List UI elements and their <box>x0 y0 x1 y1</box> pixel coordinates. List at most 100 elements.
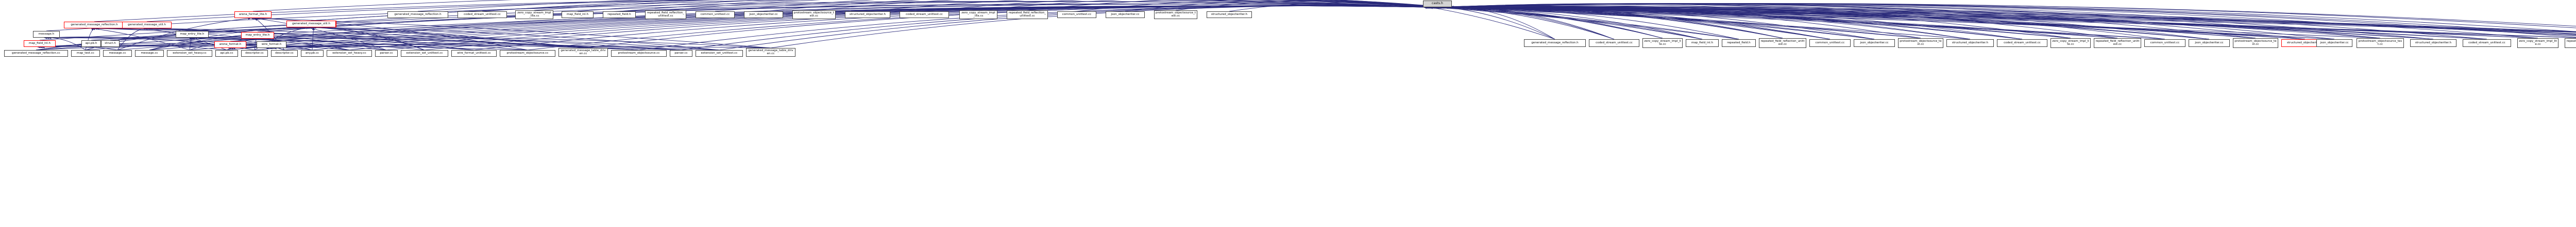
graph-node-label: extension_set_heavy.cc <box>332 51 366 55</box>
graph-node-message-h[interactable]: message.h <box>33 31 60 38</box>
graph-node-label: wire_format.h <box>261 42 282 46</box>
graph-node-json-objectwriter-cc[interactable]: json_objectwriter.cc <box>2189 39 2230 47</box>
graph-node-map-field-inl-h[interactable]: map_field_inl.h <box>1686 39 1719 47</box>
graph-node-zero-copy-stream-impl-lite-cc[interactable]: zero_copy_stream_impl_lite.cc <box>2050 38 2091 48</box>
graph-node-protostream-objectsource-cc[interactable]: protostream_objectsource.cc <box>611 50 667 57</box>
graph-node-protostream-objectsource-cc[interactable]: protostream_objectsource.cc <box>500 50 555 57</box>
graph-node-api-pb-cc[interactable]: api.pb.cc <box>215 50 238 57</box>
graph-node-label: descriptor.cc <box>245 51 264 55</box>
graph-node-repeated-field-reflection-unittest-cc[interactable]: repeated_field_reflection_unittest.cc <box>2094 38 2141 48</box>
graph-node-api-pb-h[interactable]: api.pb.h <box>81 40 101 47</box>
graph-node-generated-message-util-h[interactable]: generated_message_util.h <box>286 21 336 27</box>
graph-node-label: json_objectwriter.cc <box>2195 41 2224 44</box>
graph-node-json-objectwriter-cc[interactable]: json_objectwriter.cc <box>744 11 783 18</box>
graph-node-label: parser.cc <box>380 51 393 55</box>
graph-node-label: repeated_field_reflection_unittest.cc <box>2095 39 2140 46</box>
graph-node-generated-message-reflection-cc[interactable]: generated_message_reflection.cc <box>4 50 68 57</box>
graph-node-message-cc[interactable]: message.cc <box>135 50 164 57</box>
graph-node-repeated-field-reflection-unittest-cc[interactable]: repeated_field_reflection_unittest.cc <box>645 10 686 19</box>
graph-node-label: repeated_field_reflection_unittest.cc <box>647 11 685 18</box>
graph-node-label: casts.h <box>1432 2 1443 6</box>
graph-node-zero-copy-stream-impl-lite-cc[interactable]: zero_copy_stream_impl_lite.cc <box>959 10 997 19</box>
graph-node-repeated-field-h[interactable]: repeated_field.h <box>603 11 636 18</box>
graph-node-repeated-field-h[interactable]: repeated_field.h <box>1722 39 1756 47</box>
graph-node-coded-stream-unittest-cc[interactable]: coded_stream_unittest.cc <box>1997 39 2047 47</box>
graph-node-label: wire_format_unittest.cc <box>457 51 491 55</box>
graph-node-label: json_objectwriter.cc <box>749 12 778 16</box>
graph-node-common-unittest-cc[interactable]: common_unittest.cc <box>696 11 735 18</box>
graph-node-label: generated_message_table_driven.cc <box>748 48 793 55</box>
graph-node-generated-message-reflection-h[interactable]: generated_message_reflection.h <box>1524 39 1586 47</box>
graph-node-protostream-objectsource-test-cc[interactable]: protostream_objectsource_test.cc <box>2357 38 2404 48</box>
graph-node-coded-stream-unittest-cc[interactable]: coded_stream_unittest.cc <box>2463 39 2511 47</box>
graph-node-repeated-field-reflection-unittest-cc[interactable]: repeated_field_reflection_unittest.cc <box>1007 10 1048 19</box>
graph-node-label: protostream_objectsource_test.cc <box>2234 39 2277 46</box>
graph-node-label: extension_set_unittest.cc <box>406 51 443 55</box>
graph-node-common-unittest-cc[interactable]: common_unittest.cc <box>1809 39 1851 47</box>
graph-node-json-objectwriter-cc[interactable]: json_objectwriter.cc <box>1854 39 1895 47</box>
graph-node-extension-set-heavy-cc[interactable]: extension_set_heavy.cc <box>327 50 372 57</box>
graph-node-arena-format-h[interactable]: arena_format.h <box>214 41 246 48</box>
graph-node-structured-objectwriter-h[interactable]: structured_objectwriter.h <box>1207 11 1252 18</box>
graph-node-label: json_objectwriter.cc <box>1111 12 1140 16</box>
graph-node-coded-stream-unittest-cc[interactable]: coded_stream_unittest.cc <box>457 11 507 18</box>
graph-node-label: protostream_objectsource_test.cc <box>1900 39 1942 46</box>
graph-node-descriptor-cc[interactable]: descriptor.cc <box>271 50 298 57</box>
graph-node-descriptor-cc[interactable]: descriptor.cc <box>241 50 268 57</box>
graph-node-common-unittest-cc[interactable]: common_unittest.cc <box>2144 39 2185 47</box>
graph-node-structured-objectwriter-h[interactable]: structured_objectwriter.h <box>1946 39 1994 47</box>
graph-node-map-test-cc[interactable]: map_test.cc <box>71 50 100 57</box>
graph-node-wire-format-unittest-cc[interactable]: wire_format_unittest.cc <box>451 50 497 57</box>
graph-node-message-cc[interactable]: message.cc <box>103 50 132 57</box>
graph-node-map-entry-lite-h[interactable]: map_entry_lite.h <box>241 32 274 39</box>
graph-node-protostream-objectsource-test-cc[interactable]: protostream_objectsource_test.cc <box>2233 38 2278 48</box>
graph-node-map-field-inl-h[interactable]: map_field_inl.h <box>24 40 56 47</box>
graph-node-label: json_objectwriter.cc <box>1860 41 1889 44</box>
graph-node-label: protostream_objectsource.cc <box>618 51 660 55</box>
graph-node-arena-format-lite-h[interactable]: arena_format_lite.h <box>234 11 272 18</box>
graph-node-protostream-objectsource-test-cc[interactable]: protostream_objectsource_test.cc <box>1898 38 1943 48</box>
graph-node-label: zero_copy_stream_impl_lite.cc <box>2519 39 2557 46</box>
graph-node-generated-message-util-h[interactable]: generated_message_util.h <box>122 22 172 28</box>
graph-node-map-entry-lite-h[interactable]: map_entry_lite.h <box>176 31 209 38</box>
graph-node-generated-message-reflection-h[interactable]: generated_message_reflection.h <box>387 11 448 18</box>
graph-node-any-pb-cc[interactable]: any.pb.cc <box>301 50 324 57</box>
graph-node-repeated-field-reflection-unittest-cc[interactable]: repeated_field_reflection_unittest.cc <box>2565 38 2576 48</box>
graph-node-map-field-inl-h[interactable]: map_field_inl.h <box>562 11 594 18</box>
graph-node-zero-copy-stream-impl-lite-cc[interactable]: zero_copy_stream_impl_lite.cc <box>1642 38 1683 48</box>
graph-node-label: json_objectwriter.cc <box>2320 41 2349 44</box>
graph-node-label: repeated_field.h <box>1727 41 1751 44</box>
graph-node-generated-message-table-driven-cc[interactable]: generated_message_table_driven.cc <box>558 48 608 57</box>
graph-node-label: structured_objectwriter.h <box>2286 41 2324 44</box>
graph-node-extension-set-unittest-cc[interactable]: extension_set_unittest.cc <box>696 50 743 57</box>
graph-node-extension-set-heavy-cc[interactable]: extension_set_heavy.cc <box>167 50 212 57</box>
graph-node-coded-stream-unittest-cc[interactable]: coded_stream_unittest.cc <box>1589 39 1639 47</box>
graph-node-protostream-objectsource-test-cc[interactable]: protostream_objectsource_test.cc <box>1154 10 1197 19</box>
graph-node-json-objectwriter-cc[interactable]: json_objectwriter.cc <box>2316 39 2352 47</box>
graph-node-label: generated_message_util.h <box>128 23 166 26</box>
graph-node-coded-stream-unittest-cc[interactable]: coded_stream_unittest.cc <box>900 11 949 18</box>
graph-node-label: extension_set_heavy.cc <box>173 51 207 55</box>
graph-node-wire-format-h[interactable]: wire_format.h <box>257 41 286 48</box>
graph-node-label: protostream_objectsource_test.cc <box>2358 39 2402 46</box>
graph-node-extension-set-unittest-cc[interactable]: extension_set_unittest.cc <box>401 50 448 57</box>
graph-node-json-objectwriter-cc[interactable]: json_objectwriter.cc <box>1106 11 1145 18</box>
graph-node-zero-copy-stream-impl-lite-cc[interactable]: zero_copy_stream_impl_lite.cc <box>515 10 553 19</box>
graph-node-label: map_field_inl.h <box>28 41 51 45</box>
graph-node-parser-cc[interactable]: parser.cc <box>375 50 398 57</box>
graph-node-label: descriptor.cc <box>275 51 294 55</box>
graph-node-zero-copy-stream-impl-lite-cc[interactable]: zero_copy_stream_impl_lite.cc <box>2517 38 2558 48</box>
graph-node-label: structured_objectwriter.h <box>1211 12 1248 16</box>
graph-node-generated-message-table-driven-cc[interactable]: generated_message_table_driven.cc <box>746 48 795 57</box>
graph-node-casts-h[interactable]: casts.h <box>1423 1 1452 7</box>
graph-node-protostream-objectsource-test-cc[interactable]: protostream_objectsource_test.cc <box>792 10 836 19</box>
graph-node-repeated-field-reflection-unittest-cc[interactable]: repeated_field_reflection_unittest.cc <box>1759 38 1806 48</box>
graph-node-common-unittest-cc[interactable]: common_unittest.cc <box>1057 11 1096 18</box>
graph-node-label: common_unittest.cc <box>700 12 730 16</box>
graph-node-generated-message-reflection-h[interactable]: generated_message_reflection.h <box>64 22 125 28</box>
graph-node-structured-objectwriter-h[interactable]: structured_objectwriter.h <box>845 11 890 18</box>
graph-node-parser-cc[interactable]: parser.cc <box>670 50 692 57</box>
graph-node-label: structured_objectwriter.h <box>2415 41 2452 44</box>
graph-node-structured-objectwriter-h[interactable]: structured_objectwriter.h <box>2410 39 2456 47</box>
graph-node-struct-h[interactable]: struct.h <box>101 40 120 47</box>
